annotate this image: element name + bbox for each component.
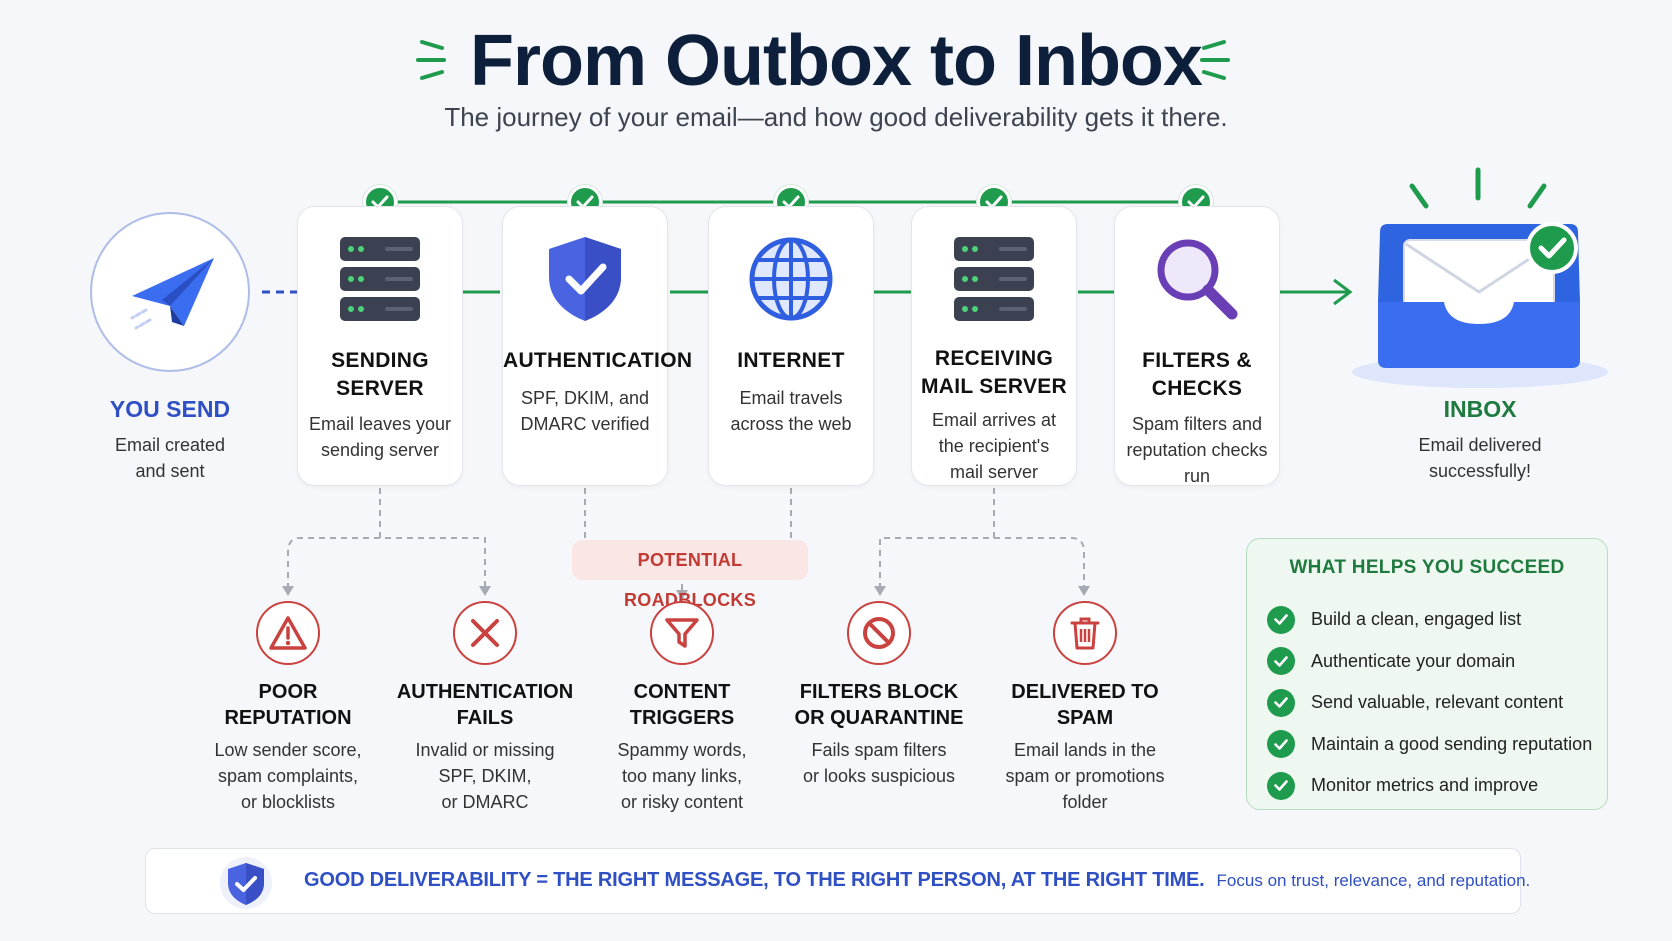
check-icon [1267,647,1295,676]
roadblock-title: FAILS [456,707,514,729]
server-icon [340,237,420,321]
funnel-icon [665,618,699,648]
you-send-desc-line2: and sent [135,461,205,481]
warning-icon [269,616,307,650]
page-subtitle: The journey of your email—and how good d… [444,102,1228,132]
roadblock-title: POOR [258,681,318,703]
shield-check-icon [549,237,621,321]
banner-headline: GOOD DELIVERABILITY = THE RIGHT MESSAGE,… [304,869,1205,891]
deliverability-banner: GOOD DELIVERABILITY = THE RIGHT MESSAGE,… [145,848,1530,914]
check-icon [1267,771,1295,800]
stage-receiving-mail-server: RECEIVING MAIL SERVER Email arrives at the… [911,206,1077,486]
trash-icon [1070,617,1100,650]
magnifier-icon [1157,239,1238,320]
stage-title: RECEIVING [934,347,1054,370]
check-icon [1267,688,1295,717]
you-send-desc-line1: Email created [114,435,226,455]
what-helps-panel: WHAT HELPS YOU SUCCEED Build a clean, en… [1246,538,1608,810]
stage-desc: DMARC verified [520,414,650,434]
roadblock-content-triggers: CONTENT TRIGGERS Spammy words, too many li… [582,601,782,815]
roadblock-delivered-to-spam: DELIVERED TO SPAM Email lands in the spam … [985,601,1185,815]
roadblock-title: AUTHENTICATION [396,681,574,703]
roadblock-desc: spam complaints, [217,766,359,786]
roadblock-desc: Invalid or missing [415,740,555,760]
roadblock-desc: or looks suspicious [802,766,956,786]
check-icon [1267,730,1295,759]
stage-desc: Email travels [739,388,843,408]
globe-icon [749,237,833,321]
roadblock-desc: Fails spam filters [811,740,947,760]
stage-desc: Email leaves your [308,414,452,434]
roadblock-desc: too many links, [621,766,743,786]
roadblock-title: CONTENT [633,681,731,703]
roadblock-desc: or risky content [620,792,744,812]
roadblock-desc: folder [1062,792,1108,812]
banner-tail: Focus on trust, relevance, and reputatio… [1216,870,1531,890]
stage-desc: Email arrives at [931,410,1057,430]
roadblock-desc: or blocklists [240,792,336,812]
stage-sending-server: SENDING SERVER Email leaves your sending s… [297,206,463,486]
shield-check-icon [220,857,272,909]
list-item-label: Build a clean, engaged list [1311,609,1522,630]
title-deco-right-icon [1200,40,1230,80]
stage-filters-checks: FILTERS & CHECKS Spam filters and reputati… [1114,206,1280,486]
inbox-icon [1352,167,1608,388]
stage-title: FILTERS & [1142,349,1252,372]
you-send-title: YOU SEND [109,396,231,422]
inbox-desc-line2: successfully! [1428,461,1532,481]
roadblock-title: OR QUARANTINE [794,707,964,729]
stage-desc: sending server [320,440,440,460]
you-send-node [90,212,250,372]
roadblock-title: DELIVERED TO [1011,681,1159,703]
list-item-label: Authenticate your domain [1311,650,1516,671]
roadblock-poor-reputation: POOR REPUTATION Low sender score, spam com… [188,601,388,815]
what-helps-title: WHAT HELPS YOU SUCCEED [1289,557,1565,578]
roadblock-title: SPAM [1056,707,1114,729]
title-deco-left-icon [416,40,446,80]
stage-title: AUTHENTICATION [503,349,693,372]
roadblock-filters-block: FILTERS BLOCK OR QUARANTINE Fails spam fi… [779,601,979,789]
list-item: Send valuable, relevant content [1267,682,1592,724]
roadblock-desc: Low sender score, [214,740,362,760]
list-item-label: Send valuable, relevant content [1311,692,1564,713]
inbox-title: INBOX [1443,396,1517,422]
stage-desc: run [1183,466,1210,486]
server-icon [954,237,1034,321]
list-item: Authenticate your domain [1267,641,1592,683]
list-item: Monitor metrics and improve [1267,765,1592,807]
roadblock-title: FILTERS BLOCK [799,681,959,703]
stage-desc: the recipient's [938,436,1050,456]
stage-desc: mail server [949,462,1038,482]
stage-desc: reputation checks [1126,440,1268,460]
stage-title: SENDING [331,349,429,372]
stage-title: INTERNET [737,349,845,372]
potential-roadblocks-label: POTENTIAL ROADBLOCKS [572,540,808,610]
roadblock-desc: Email lands in the [1013,740,1157,760]
x-icon [471,619,499,647]
paper-plane-icon [130,258,214,330]
list-item-label: Maintain a good sending reputation [1311,733,1593,754]
stage-desc: SPF, DKIM, and [520,388,650,408]
list-item: Build a clean, engaged list [1267,599,1592,641]
stage-title: MAIL SERVER [920,375,1068,398]
stage-desc: Spam filters and [1131,414,1263,434]
inbox-desc-line1: Email delivered [1418,435,1542,455]
roadblock-title: TRIGGERS [629,707,735,729]
list-item: Maintain a good sending reputation [1267,724,1592,766]
roadblock-desc: Spammy words, [617,740,747,760]
list-item-label: Monitor metrics and improve [1311,775,1539,796]
stage-title: SERVER [336,377,424,400]
block-icon [863,617,895,649]
stage-desc: across the web [730,414,852,434]
page-title: From Outbox to Inbox [470,21,1203,101]
stage-internet: INTERNET Email travels across the web [708,206,874,486]
roadblock-title: REPUTATION [224,707,352,729]
check-icon [1267,605,1295,634]
stage-title: CHECKS [1151,377,1243,400]
roadblock-desc: or DMARC [441,792,529,812]
roadblock-desc: spam or promotions [1005,766,1165,786]
roadblock-desc: SPF, DKIM, [438,766,532,786]
